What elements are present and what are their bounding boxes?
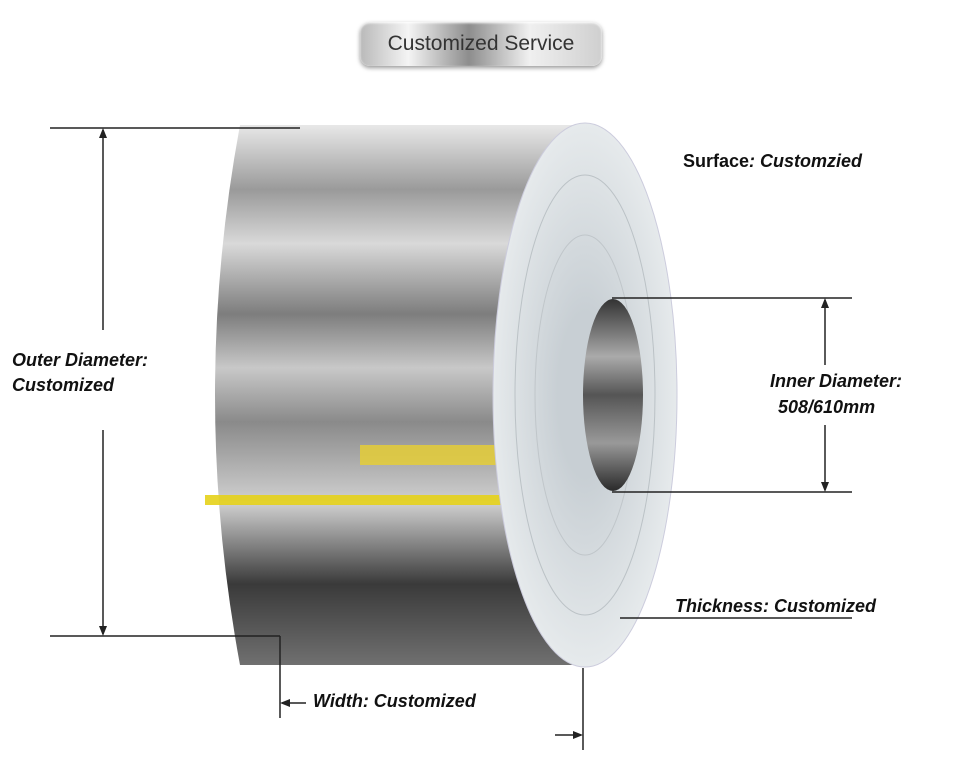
coil (205, 122, 678, 668)
surface-value: : Customzied (749, 151, 863, 171)
dimension-lines (50, 127, 852, 750)
outer-diameter-label: Outer Diameter: (12, 350, 149, 370)
thickness-label: Thickness: Customized (675, 596, 877, 616)
surface-label: Surface: Customzied (683, 151, 862, 172)
outer-diameter-value: Customized (12, 375, 115, 395)
inner-diameter-label: Inner Diameter: (770, 371, 903, 391)
inner-hole (583, 299, 643, 491)
customized-service-badge: Customized Service (360, 22, 602, 66)
width-label: Width: Customized (313, 691, 476, 711)
inner-diameter-value: 508/610mm (778, 397, 876, 417)
surface-label-name: Surface (683, 151, 750, 171)
